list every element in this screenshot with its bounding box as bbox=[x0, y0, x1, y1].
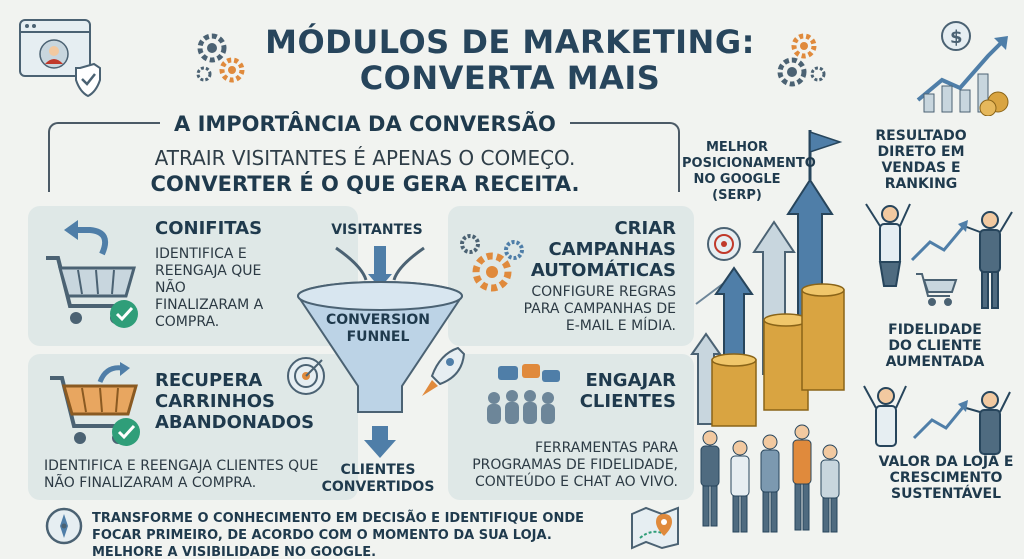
intro-line-1: ATRAIR VISITANTES É APENAS O COMEÇO. bbox=[154, 146, 576, 170]
campanhas-desc: CONFIGURE REGRAS PARA CAMPANHAS DE E-MAI… bbox=[523, 284, 676, 334]
compass-icon bbox=[45, 507, 83, 545]
people-celebrating-icon bbox=[863, 385, 1011, 455]
check-icon bbox=[112, 418, 140, 446]
people-celebrating-icon bbox=[865, 203, 1013, 309]
title-line-2: CONVERTA MAIS bbox=[359, 59, 661, 97]
result-seo: MELHOR POSICIONAMENTO NO GOOGLE (SERP) bbox=[682, 140, 816, 203]
card-engajar bbox=[448, 354, 694, 500]
coin-stack-icon bbox=[711, 283, 845, 427]
funnel-bottom-label: CLIENTES CONVERTIDOS bbox=[321, 462, 435, 495]
intro-heading: A IMPORTÂNCIA DA CONVERSÃO bbox=[160, 112, 570, 136]
page-title: MÓDULOS DE MARKETING: CONVERTA MAIS bbox=[250, 24, 770, 96]
gear-icon bbox=[460, 234, 524, 292]
svg-text:$: $ bbox=[950, 27, 963, 48]
people-group-icon bbox=[700, 424, 840, 533]
chat-bubble-icon bbox=[498, 366, 518, 380]
recupera-desc: IDENTIFICA E REENGAJA CLIENTES QUE NÃO F… bbox=[44, 458, 319, 491]
gear-icon bbox=[777, 33, 826, 87]
growth-arrows-graphic bbox=[690, 130, 845, 427]
target-icon bbox=[287, 357, 325, 395]
cart-icon bbox=[916, 273, 958, 306]
funnel-icon bbox=[297, 246, 463, 458]
gear-icon bbox=[196, 33, 245, 83]
campanhas-title: CRIAR CAMPANHAS AUTOMÁTICAS bbox=[530, 218, 676, 281]
result-growth: VALOR DA LOJA E CRESCIMENTO SUSTENTÁVEL bbox=[878, 454, 1014, 502]
intro-line-2: CONVERTER É O QUE GERA RECEITA. bbox=[150, 172, 580, 196]
browser-window-icon bbox=[19, 19, 101, 98]
cart-icon bbox=[50, 362, 140, 446]
engajar-title: ENGAJAR CLIENTES bbox=[579, 370, 676, 412]
shield-check-icon bbox=[75, 62, 101, 98]
people-group-icon bbox=[487, 364, 560, 424]
dollar-chart-icon: $ bbox=[916, 21, 1009, 116]
recupera-title: RECUPERA CARRINHOS ABANDONADOS bbox=[155, 370, 315, 433]
check-icon bbox=[110, 300, 138, 328]
map-pin-icon bbox=[631, 506, 679, 550]
title-line-1: MÓDULOS DE MARKETING: bbox=[265, 23, 755, 61]
result-sales: RESULTADO DIRETO EM VENDAS E RANKING bbox=[875, 128, 967, 192]
result-loyalty: FIDELIDADE DO CLIENTE AUMENTADA bbox=[885, 322, 985, 370]
conifitas-desc: IDENTIFICA E REENGAJA QUE NÃO FINALIZARA… bbox=[155, 246, 264, 330]
engajar-desc: FERRAMENTAS PARA PROGRAMAS DE FIDELIDADE… bbox=[472, 440, 678, 490]
rocket-icon bbox=[422, 346, 466, 396]
cart-icon bbox=[46, 220, 138, 328]
footer-text: TRANSFORME O CONHECIMENTO EM DECISÃO E I… bbox=[92, 511, 585, 559]
conifitas-title: CONIFITAS bbox=[155, 218, 263, 239]
funnel-center-label: CONVERSION FUNNEL bbox=[326, 312, 430, 345]
funnel-top-label: VISITANTES bbox=[331, 222, 423, 238]
